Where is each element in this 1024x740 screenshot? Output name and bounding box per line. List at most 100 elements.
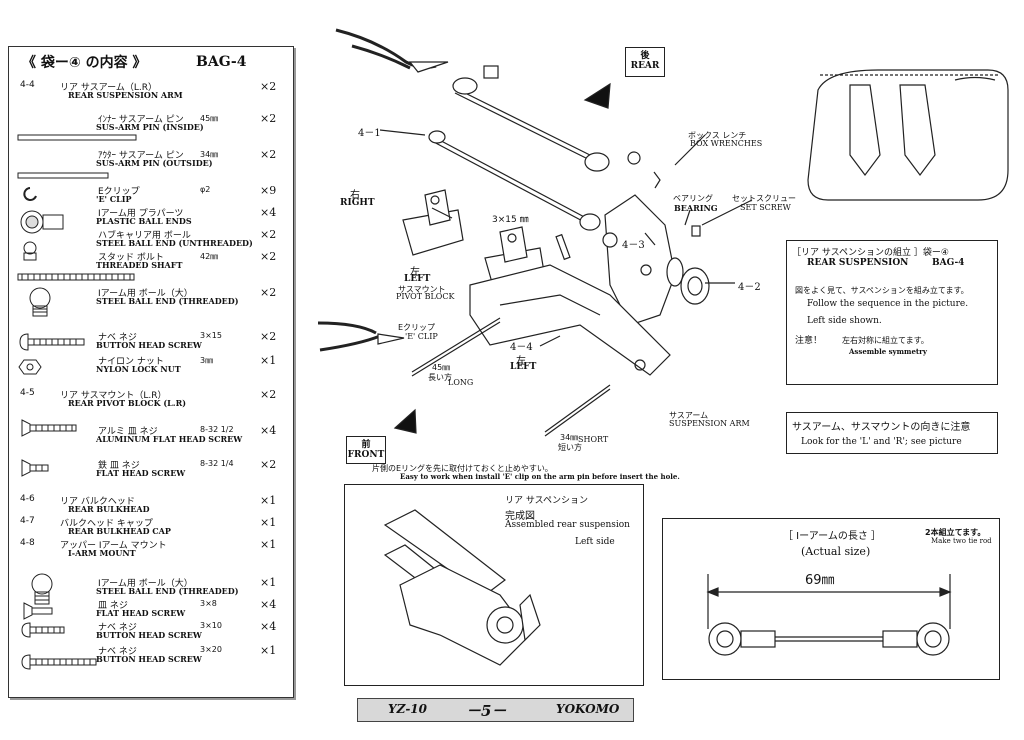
- part-name-jp: リア バルクヘッド: [60, 497, 135, 507]
- long-en: LONG: [448, 378, 474, 387]
- iarm-length: 69㎜: [805, 573, 835, 588]
- assembled-jp1: リア サスペンション: [505, 496, 589, 506]
- part-qty: ×4: [260, 598, 277, 611]
- part-name-jp: リア サスアーム（L.R）: [60, 83, 157, 93]
- iarm-make-en: Make two tie rod: [931, 537, 992, 545]
- rear-arrow-icon: [583, 82, 611, 109]
- part-number: 4-8: [20, 538, 35, 548]
- suspension-arm: [469, 264, 671, 376]
- part-name-en: REAR BULKHEAD: [68, 504, 150, 514]
- left-en: LEFT: [404, 274, 431, 284]
- pivot-jp: サスマウント: [398, 285, 446, 294]
- part-name-en: PLASTIC BALL ENDS: [96, 216, 192, 226]
- part-name-jp: 皿 ネジ: [98, 601, 128, 611]
- part-size: 8-32 1/2: [200, 425, 234, 434]
- part-qty: ×4: [260, 620, 277, 633]
- short-jp: 短い方: [558, 443, 582, 452]
- upper-arm-rod: [452, 65, 641, 172]
- short-en: SHORT: [578, 435, 609, 444]
- part-name-jp: ナベ ネジ: [98, 647, 137, 657]
- part-number: 4-5: [20, 388, 35, 398]
- part-size: 3×15: [200, 331, 222, 340]
- label-4-2: 4－2: [738, 282, 761, 293]
- part-number: 4-6: [20, 494, 35, 504]
- part-name-en: STEEL BALL END (THREADED): [96, 296, 239, 306]
- part-name-jp: スタッド ボルト: [98, 253, 164, 263]
- front-label-box: 前 FRONT: [346, 436, 386, 464]
- left-jp: 左: [410, 267, 420, 278]
- bearing-jp: ベアリング: [673, 194, 713, 203]
- eclip-jp: Eクリップ: [398, 323, 436, 332]
- part-qty: ×1: [260, 494, 277, 507]
- part-name-en: I-ARM MOUNT: [68, 548, 136, 558]
- part-qty: ×1: [260, 644, 277, 657]
- part-name-jp: Iアーム用 ボール（大）: [98, 289, 193, 299]
- part-name-en: 'E' CLIP: [96, 194, 132, 204]
- part-name-en: BUTTON HEAD SCREW: [96, 340, 202, 350]
- part-qty: ×1: [260, 354, 277, 367]
- info-line1-jp: 図をよく見て、サスペンションを組み立てます。: [795, 286, 969, 295]
- part-name-en: FLAT HEAD SCREW: [96, 608, 186, 618]
- part-name-jp: 鉄 皿 ネジ: [98, 461, 140, 471]
- part-name-en: FLAT HEAD SCREW: [96, 468, 186, 478]
- part-name-jp: アルミ 皿 ネジ: [98, 427, 158, 437]
- part-name-en: REAR BULKHEAD CAP: [68, 526, 171, 536]
- part-name-jp: Eクリップ: [98, 187, 140, 197]
- part-size: 34㎜: [200, 150, 219, 159]
- long-jp: 長い方: [428, 373, 452, 382]
- part-qty: ×2: [260, 458, 277, 471]
- box-wrench-en: BOX WRENCHES: [690, 139, 763, 148]
- info-box: ［リア サスペンションの組立 ］袋ー④ REAR SUSPENSION BAG-…: [786, 240, 998, 385]
- short-size: 34㎜: [560, 433, 579, 442]
- part-name-en: SUS-ARM PIN (OUTSIDE): [96, 158, 213, 168]
- pliers-small-icon: [317, 321, 405, 352]
- caution-en: Look for the 'L' and 'R'; see picture: [801, 437, 962, 447]
- part-name-jp: リア サスマウント（L.R）: [60, 391, 167, 401]
- part-qty: ×2: [260, 250, 277, 263]
- info-note2-jp: 左右対称に組立てます。: [842, 336, 929, 345]
- part-size: 3×10: [200, 621, 222, 630]
- part-name-jp: Iアーム用 プラパーツ: [98, 209, 184, 219]
- part-qty: ×1: [260, 538, 277, 551]
- bearing-en: BEARING: [674, 203, 718, 213]
- part-name-jp: ナベ ネジ: [98, 333, 137, 343]
- iarm-drawing: [706, 574, 952, 656]
- parts-bag-label: BAG-4: [196, 54, 247, 70]
- left2-jp: 左: [516, 356, 526, 367]
- part-number: 4-7: [20, 516, 35, 526]
- assembled-jp2: 完成図: [505, 511, 535, 522]
- part-name-jp: ハブキャリア用 ボール: [98, 231, 191, 241]
- part-qty: ×2: [260, 228, 277, 241]
- iarm-box: ［ Iーアームの長さ ］ (Actual size) 2本組立てます。 Make…: [662, 518, 1000, 680]
- pivot-en: PIVOT BLOCK: [396, 292, 455, 301]
- bulkhead-shaft: [428, 130, 601, 231]
- part-name-en: SUS-ARM PIN (INSIDE): [96, 122, 204, 132]
- part-qty: ×2: [260, 330, 277, 343]
- part-name-en: NYLON LOCK NUT: [96, 364, 181, 374]
- part-qty: ×1: [260, 576, 277, 589]
- iarm-title-en: (Actual size): [801, 545, 871, 558]
- part-size: 42㎜: [200, 252, 219, 261]
- part-qty: ×2: [260, 80, 277, 93]
- info-bag: BAG-4: [932, 258, 965, 268]
- arm-jp: サスアーム: [669, 411, 709, 420]
- long-size: 45㎜: [432, 363, 451, 372]
- part-name-en: STEEL BALL END (UNTHREADED): [96, 238, 253, 248]
- caution-box: サスアーム、サスマウントの向きに注意 Look for the 'L' and …: [786, 412, 998, 454]
- part-name-jp: ナベ ネジ: [98, 623, 137, 633]
- part-size: 3×20: [200, 645, 222, 654]
- part-qty: ×2: [260, 388, 277, 401]
- box-wrench-icon: [653, 171, 661, 189]
- part-name-jp: ｱｳﾀｰ サスアーム ピン: [98, 151, 184, 161]
- pliers-icon: [335, 28, 449, 73]
- part-size: φ2: [200, 185, 211, 194]
- iarm-title-jp: ［ Iーアームの長さ ］: [783, 531, 882, 542]
- assembled-en: Assembled rear suspension: [505, 520, 630, 530]
- info-note2-en: Assemble symmetry: [849, 347, 927, 356]
- info-line1-en: Follow the sequence in the picture.: [807, 299, 969, 309]
- part-qty: ×2: [260, 286, 277, 299]
- info-note-jp: 注意！: [795, 336, 823, 346]
- assembled-side: Left side: [575, 537, 615, 547]
- part-name-en: REAR SUSPENSION ARM: [68, 90, 183, 100]
